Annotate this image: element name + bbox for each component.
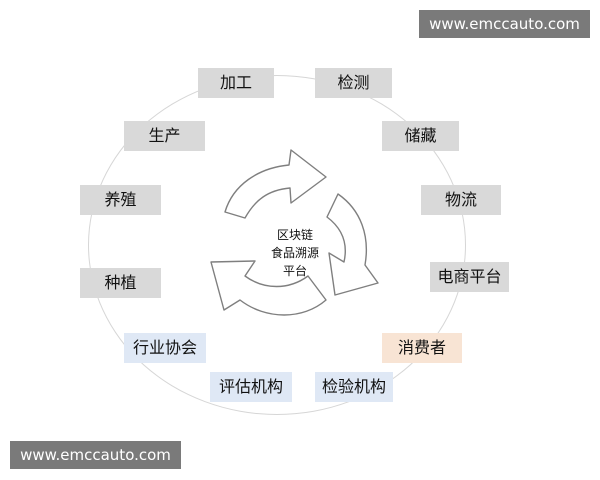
node-shengchan: 生产 [124, 121, 205, 151]
node-hangye: 行业协会 [124, 333, 206, 363]
center-label-line1: 区块链 [276, 228, 313, 242]
node-yangzhi: 养殖 [80, 185, 161, 215]
node-jianyan: 检验机构 [315, 372, 393, 402]
arrow-top [224, 149, 327, 219]
node-jiagong: 加工 [198, 68, 274, 98]
watermark-top: www.emccauto.com [419, 10, 590, 38]
node-pinggu: 评估机构 [210, 372, 292, 402]
cycle-ring [88, 75, 466, 415]
watermark-bottom: www.emccauto.com [10, 441, 181, 469]
arrow-left [210, 260, 327, 316]
node-jiance: 检测 [315, 68, 392, 98]
node-wuliu: 物流 [421, 185, 501, 215]
center-label: 区块链 食品溯源 平台 [250, 226, 340, 280]
node-chucang: 储藏 [382, 121, 459, 151]
node-dianshang: 电商平台 [430, 262, 509, 292]
arrow-right [326, 193, 379, 296]
center-label-line2: 食品溯源 [270, 246, 319, 260]
node-zhongzhi: 种植 [80, 268, 161, 298]
center-label-line3: 平台 [282, 264, 307, 278]
node-xiaofeizhe: 消费者 [382, 333, 462, 363]
